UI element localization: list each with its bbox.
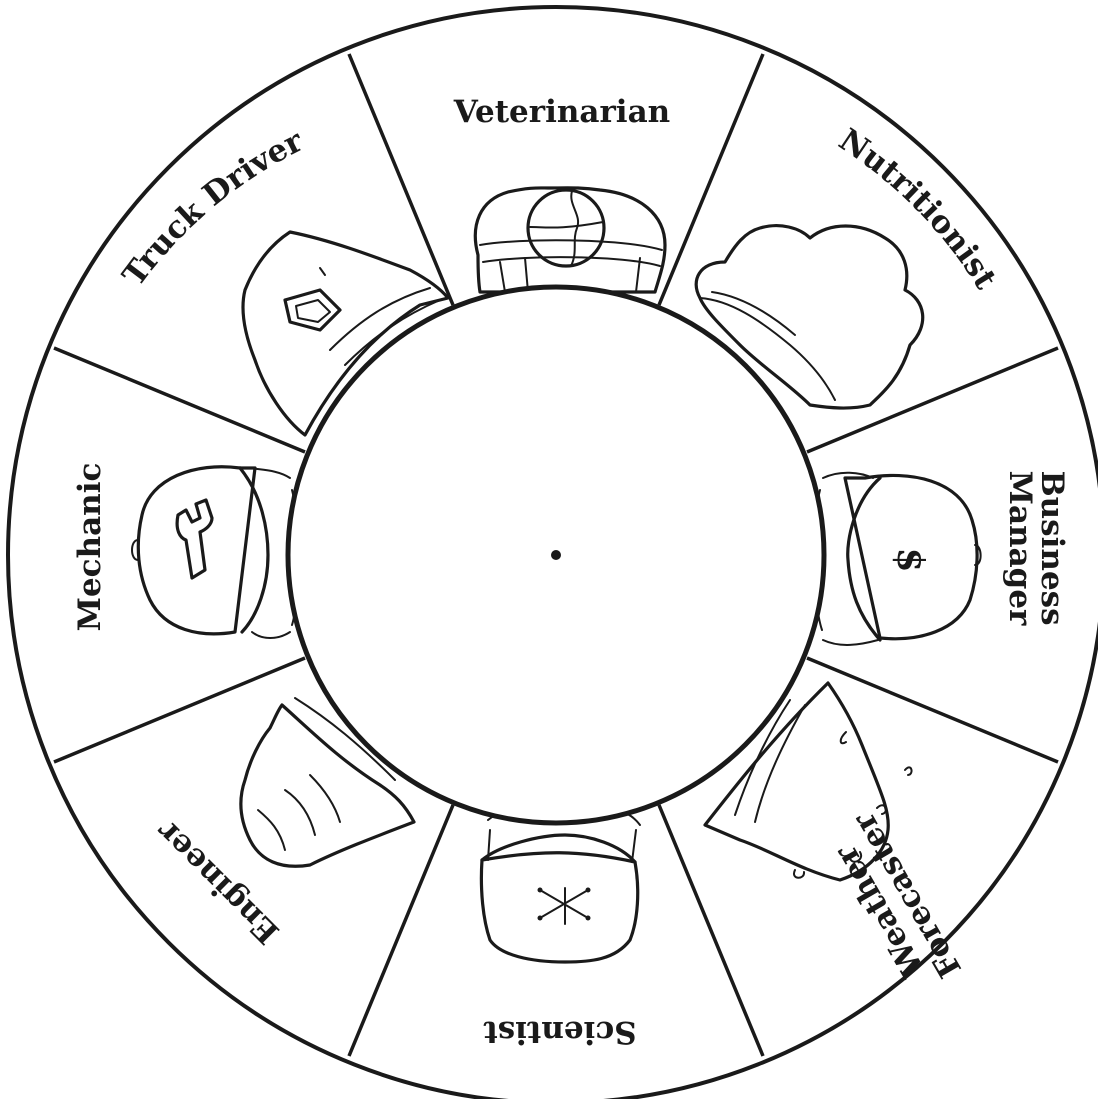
hard-hat-icon [239,697,416,868]
center-pin [551,550,561,560]
divider-line [53,346,306,454]
segment-dividers [53,53,1059,1057]
divider-line [347,804,455,1057]
segment-label-scientist: Scientist [483,1014,637,1050]
wrench-cap-icon [131,465,299,639]
divider-line [347,53,455,306]
dollar-sign-icon: $ [889,547,931,572]
divider-line [806,346,1059,454]
svg-text:Business: Business [1034,470,1070,625]
chef-hat-icon [694,224,925,410]
svg-text:Manager: Manager [1002,471,1038,626]
divider-line [53,656,306,764]
segment-label-mechanic: Mechanic [72,463,108,632]
dollar-cap-icon: $ [813,471,982,646]
segment-label-veterinarian: Veterinarian [453,94,670,130]
divider-line [657,804,765,1057]
segment-label-business-manager: Business Manager [1002,470,1070,626]
divider-line [806,656,1059,764]
divider-line [657,53,765,306]
